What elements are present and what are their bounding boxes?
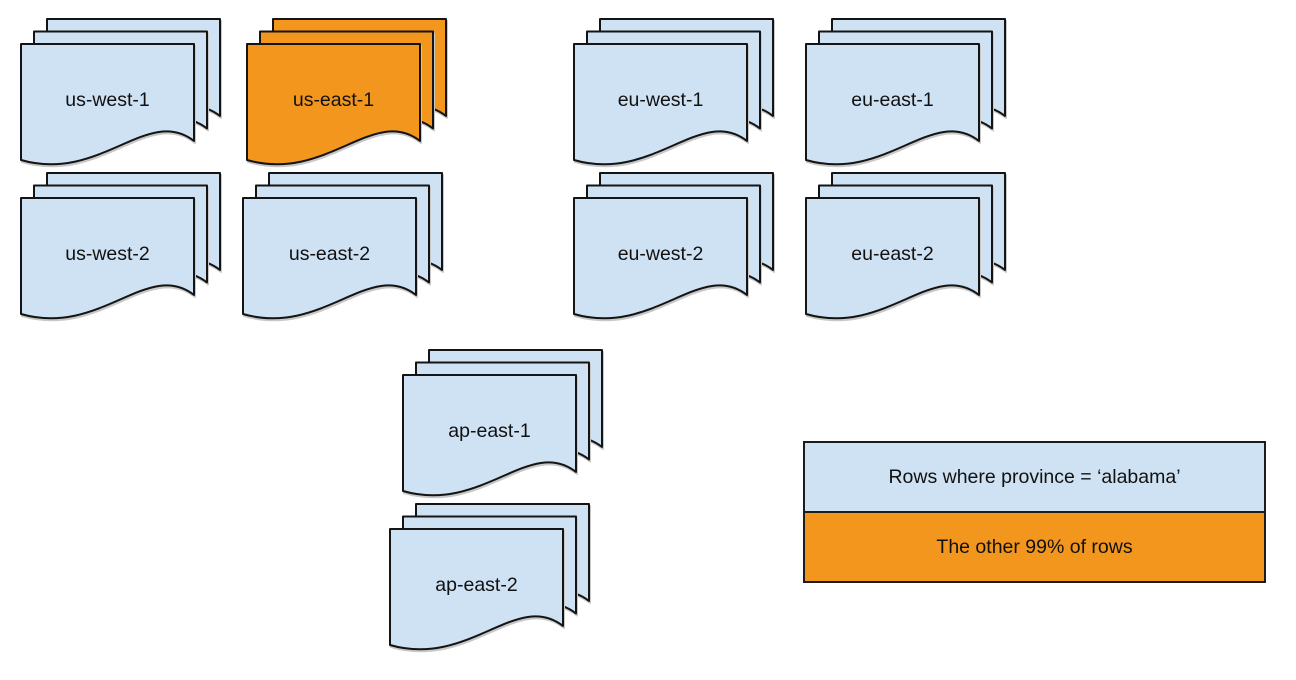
document-stack-icon bbox=[242, 172, 443, 320]
document-stack-icon bbox=[402, 349, 603, 497]
doc-stack-eu-west-1: eu-west-1 bbox=[573, 18, 774, 174]
document-stack-icon bbox=[573, 172, 774, 320]
document-stack-icon bbox=[246, 18, 447, 166]
doc-stack-us-east-2: us-east-2 bbox=[242, 172, 443, 328]
doc-stack-ap-east-1: ap-east-1 bbox=[402, 349, 603, 505]
document-stack-icon bbox=[805, 18, 1006, 166]
doc-stack-eu-east-2: eu-east-2 bbox=[805, 172, 1006, 328]
legend-item-alabama-rows: Rows where province = ‘alabama’ bbox=[805, 443, 1264, 513]
doc-stack-eu-east-1: eu-east-1 bbox=[805, 18, 1006, 174]
doc-stack-us-west-2: us-west-2 bbox=[20, 172, 221, 328]
document-stack-icon bbox=[389, 503, 590, 651]
doc-stack-ap-east-2: ap-east-2 bbox=[389, 503, 590, 659]
document-stack-icon bbox=[573, 18, 774, 166]
doc-stack-us-east-1: us-east-1 bbox=[246, 18, 447, 174]
doc-stack-eu-west-2: eu-west-2 bbox=[573, 172, 774, 328]
document-stack-icon bbox=[20, 172, 221, 320]
legend-item-label: The other 99% of rows bbox=[936, 535, 1133, 558]
legend-item-other-rows: The other 99% of rows bbox=[805, 513, 1264, 581]
document-stack-icon bbox=[805, 172, 1006, 320]
legend-item-label: Rows where province = ‘alabama’ bbox=[888, 465, 1181, 488]
legend: Rows where province = ‘alabama’ The othe… bbox=[803, 441, 1266, 583]
document-stack-icon bbox=[20, 18, 221, 166]
doc-stack-us-west-1: us-west-1 bbox=[20, 18, 221, 174]
